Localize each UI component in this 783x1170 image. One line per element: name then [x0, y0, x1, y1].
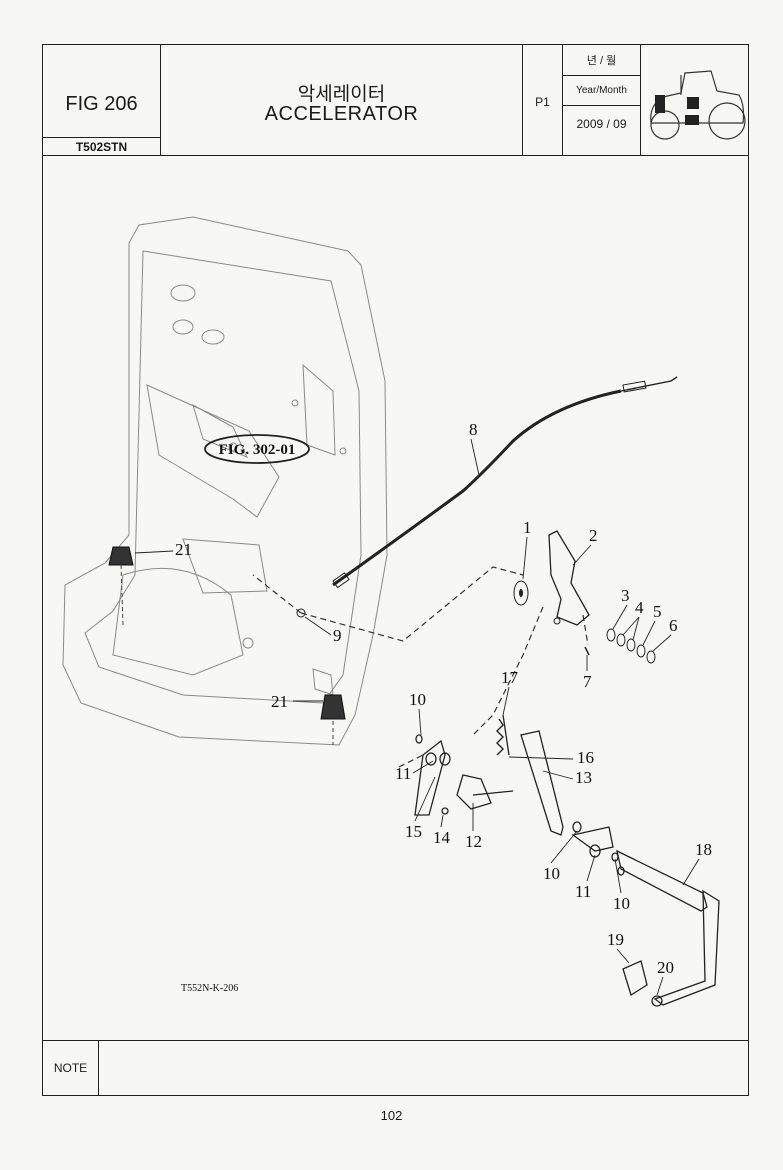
label-part-4: 4	[635, 598, 644, 617]
label-part-17: 17	[501, 668, 519, 687]
part-21-upper	[108, 546, 134, 626]
tractor-thumbnail	[641, 45, 750, 155]
label-part-8: 8	[469, 420, 478, 439]
figure-cell: FIG 206 T502STN	[43, 45, 161, 155]
page-number: 102	[380, 1108, 403, 1123]
label-part-7: 7	[583, 672, 592, 691]
figure-number: FIG 206	[65, 93, 138, 115]
title-cell: 악세레이터 ACCELERATOR	[161, 45, 523, 155]
label-leader-lines	[134, 438, 700, 996]
part-8-cable	[296, 376, 678, 618]
label-part-5: 5	[653, 602, 662, 621]
part-2-lever	[548, 530, 590, 626]
date-label-korean: 년 / 월	[563, 45, 640, 76]
label-part-11-a: 11	[395, 764, 411, 783]
label-part-18: 18	[695, 840, 712, 859]
model-code: T502STN	[43, 137, 160, 154]
part-7-pin	[584, 646, 590, 656]
label-part-15: 15	[405, 822, 422, 841]
title-korean: 악세레이터	[297, 84, 386, 105]
label-part-12: 12	[465, 832, 482, 851]
drawing-code: T552N-K-206	[181, 983, 238, 994]
label-part-21-b: 21	[271, 692, 288, 711]
title-english: ACCELERATOR	[264, 103, 419, 125]
label-part-1: 1	[523, 518, 532, 537]
label-part-10-b: 10	[543, 864, 560, 883]
leader-dashed-lines	[252, 566, 589, 768]
page-cell: P1	[523, 45, 563, 155]
label-part-3: 3	[621, 586, 630, 605]
fig-302-01-reference: FIG. 302-01	[204, 434, 310, 464]
tractor-icon	[650, 70, 746, 140]
label-part-11-b: 11	[575, 882, 591, 901]
part-21-lower	[320, 694, 346, 745]
part-17-spring	[496, 718, 504, 756]
parts-3-6-washers	[606, 628, 656, 664]
label-part-16: 16	[577, 748, 594, 767]
page-label: P1	[535, 95, 550, 109]
label-part-14: 14	[433, 828, 451, 847]
label-part-2: 2	[589, 526, 598, 545]
exploded-diagram: FIG. 302-01 1 2 3 4 5 6 7 8 9 10 10 10 1…	[43, 155, 748, 1040]
date-value: 2009 / 09	[576, 117, 627, 131]
note-row: NOTE	[43, 1040, 748, 1096]
fig-302-01-callout: FIG. 302-01	[219, 442, 296, 458]
label-part-13: 13	[575, 768, 592, 787]
label-part-20: 20	[657, 958, 674, 977]
parts-sheet-frame: FIG 206 T502STN 악세레이터 ACCELERATOR P1 년 /…	[42, 44, 749, 1096]
date-label-english: Year/Month	[563, 77, 640, 106]
label-part-10-c: 10	[613, 894, 630, 913]
label-part-19: 19	[607, 930, 624, 949]
part-1-disc	[513, 580, 529, 606]
label-part-9: 9	[333, 626, 342, 645]
dashboard-panel-outline	[62, 216, 388, 746]
label-part-10-a: 10	[409, 690, 426, 709]
accelerator-exploded-view: FIG. 302-01 1 2 3 4 5 6 7 8 9 10 10 10 1…	[62, 216, 720, 1007]
header: FIG 206 T502STN 악세레이터 ACCELERATOR P1 년 /…	[43, 45, 748, 156]
part-number-labels: 1 2 3 4 5 6 7 8 9 10 10 10 11 11 12 13 1…	[175, 420, 712, 977]
note-label: NOTE	[43, 1041, 99, 1096]
date-cell: 년 / 월 Year/Month 2009 / 09	[563, 45, 641, 155]
label-part-6: 6	[669, 616, 678, 635]
label-part-21-a: 21	[175, 540, 192, 559]
